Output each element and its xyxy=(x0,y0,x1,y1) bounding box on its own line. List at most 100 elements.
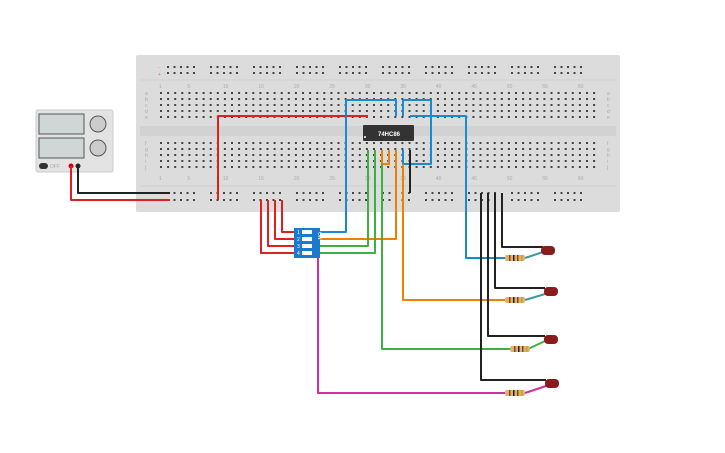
power-switch-label: OFF xyxy=(50,164,60,170)
hole xyxy=(429,166,432,168)
hole xyxy=(223,166,226,168)
hole xyxy=(472,116,475,118)
hole xyxy=(507,166,510,168)
rail-plus-label: + xyxy=(158,72,161,78)
hole xyxy=(557,110,560,112)
rail-hole xyxy=(309,192,311,194)
dip-toggle-1[interactable] xyxy=(302,230,312,234)
hole xyxy=(479,148,482,150)
hole xyxy=(174,148,177,150)
hole xyxy=(529,142,532,144)
hole xyxy=(586,98,588,100)
led-4[interactable] xyxy=(545,379,559,388)
hole xyxy=(458,142,461,144)
hole xyxy=(564,166,567,168)
hole xyxy=(209,92,212,94)
wire-black-led3[interactable] xyxy=(487,193,545,337)
row-label: a xyxy=(607,91,610,97)
column-label: 60 xyxy=(578,84,584,90)
hole xyxy=(309,148,312,150)
hole xyxy=(436,92,439,94)
wire-green-2[interactable] xyxy=(320,150,376,254)
dip-switch[interactable]: ON 1 2 3 4 xyxy=(294,228,322,258)
hole xyxy=(223,142,226,144)
hole xyxy=(287,104,290,106)
column-label: 5 xyxy=(187,84,190,90)
rail-hole xyxy=(530,199,533,201)
led-2[interactable] xyxy=(544,287,558,296)
wire-red-sw2[interactable] xyxy=(274,200,295,240)
wire-red-psu[interactable] xyxy=(70,166,170,201)
hole xyxy=(571,154,574,156)
rail-hole xyxy=(296,199,298,201)
wire-blue-led1[interactable] xyxy=(410,115,505,259)
hole xyxy=(486,92,489,94)
hole xyxy=(266,142,269,144)
hole xyxy=(486,98,489,100)
wire-black-led2[interactable] xyxy=(494,193,545,289)
hole xyxy=(252,92,255,94)
hole xyxy=(287,154,290,156)
hole xyxy=(472,154,475,156)
rail-hole xyxy=(481,72,483,74)
hole xyxy=(586,142,588,144)
hole xyxy=(280,142,283,144)
hole xyxy=(436,104,439,106)
column-label: 20 xyxy=(294,84,300,90)
resistor-2[interactable] xyxy=(505,297,525,303)
wire-blue-1[interactable] xyxy=(320,99,397,233)
wire-orange-2[interactable] xyxy=(381,150,390,165)
rail-hole xyxy=(554,199,556,201)
hole xyxy=(245,92,248,94)
hole xyxy=(231,92,233,94)
rail-hole xyxy=(382,72,384,74)
rail-hole xyxy=(524,199,526,201)
wire-black-led1[interactable] xyxy=(501,193,543,248)
hole xyxy=(536,166,539,168)
voltage-knob[interactable] xyxy=(89,115,107,133)
hole xyxy=(209,104,212,106)
power-supply[interactable]: OFF xyxy=(35,109,114,173)
wire-black-led4[interactable] xyxy=(480,193,546,381)
hole xyxy=(536,154,539,156)
hole xyxy=(202,92,205,94)
wire-green-1[interactable] xyxy=(320,150,369,247)
rail-hole xyxy=(358,72,361,74)
rail-hole xyxy=(296,72,298,74)
rail-hole xyxy=(309,199,311,201)
hole xyxy=(238,92,241,94)
resistor-1[interactable] xyxy=(505,255,525,261)
hole xyxy=(380,92,383,94)
wire-red-sw1[interactable] xyxy=(281,200,295,233)
wire-red-sw3[interactable] xyxy=(267,200,295,247)
wire-pink-led4[interactable] xyxy=(317,258,505,394)
wire-red-sw4[interactable] xyxy=(260,200,295,254)
hole xyxy=(571,160,574,162)
wire-orange-led2[interactable] xyxy=(402,164,505,301)
wire-red-vcc[interactable] xyxy=(217,115,368,200)
rail-hole xyxy=(365,66,367,68)
hole xyxy=(557,142,560,144)
hole xyxy=(593,92,596,94)
wire-green-led3[interactable] xyxy=(381,164,510,350)
power-toggle[interactable] xyxy=(39,163,48,169)
hole xyxy=(316,92,319,94)
wire-blue-2[interactable] xyxy=(402,99,432,165)
row-label: g xyxy=(145,147,148,153)
dip-toggle-3[interactable] xyxy=(302,244,312,248)
hole xyxy=(515,98,517,100)
chip-74hc86[interactable]: 74HC86 xyxy=(363,125,414,141)
hole xyxy=(500,116,503,118)
column-label: 15 xyxy=(258,176,264,182)
resistor-3[interactable] xyxy=(510,346,530,352)
led-3[interactable] xyxy=(544,335,558,344)
wire-orange-1[interactable] xyxy=(320,150,397,240)
resistor-4[interactable] xyxy=(505,390,525,396)
dip-toggle-2[interactable] xyxy=(302,237,312,241)
wire-black-psu[interactable] xyxy=(77,166,170,194)
hole xyxy=(444,166,446,168)
led-1[interactable] xyxy=(541,246,555,255)
current-knob[interactable] xyxy=(89,139,107,157)
dip-toggle-4[interactable] xyxy=(302,251,312,255)
